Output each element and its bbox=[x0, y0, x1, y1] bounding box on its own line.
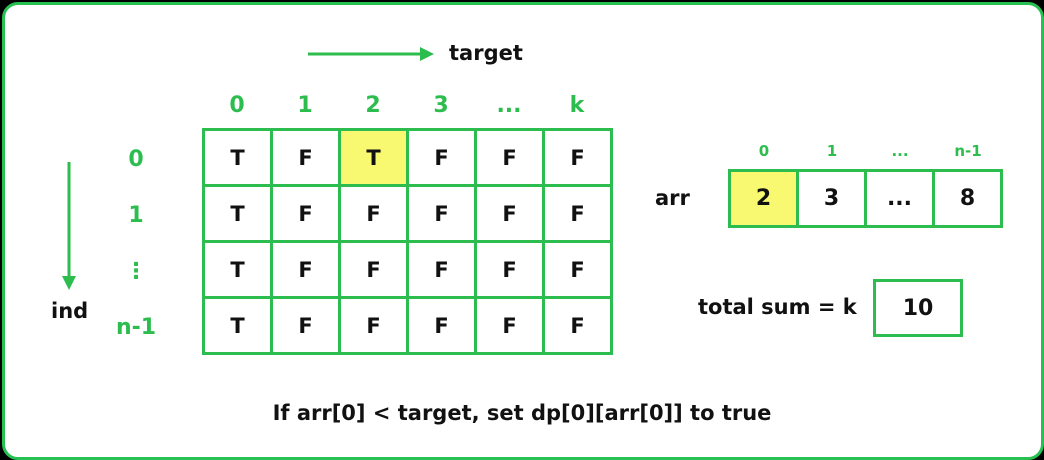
row-header: 1 bbox=[128, 203, 144, 228]
dp-cell: F bbox=[273, 299, 341, 355]
dp-cell: F bbox=[545, 131, 613, 187]
arr-cell: 2 bbox=[731, 172, 799, 228]
dp-cell: T bbox=[341, 131, 409, 187]
dp-cell: F bbox=[409, 187, 477, 243]
dp-cell: F bbox=[545, 243, 613, 299]
dp-cell: F bbox=[341, 299, 409, 355]
target-arrow-icon bbox=[308, 47, 434, 61]
arr-index: ... bbox=[891, 142, 909, 160]
column-header: ... bbox=[496, 93, 522, 118]
dp-cell: T bbox=[205, 187, 273, 243]
dp-cell: T bbox=[205, 131, 273, 187]
arr-cell: ... bbox=[867, 172, 935, 228]
arr-label: arr bbox=[655, 186, 690, 210]
dp-cell: F bbox=[273, 131, 341, 187]
ind-label: ind bbox=[51, 299, 89, 323]
dp-cell: F bbox=[409, 299, 477, 355]
column-header: 0 bbox=[229, 93, 245, 118]
arr-cell: 3 bbox=[799, 172, 867, 228]
dp-cell: T bbox=[205, 243, 273, 299]
column-header: k bbox=[569, 93, 585, 118]
total-sum-label: total sum = k bbox=[698, 295, 857, 319]
arr-index: 0 bbox=[758, 142, 770, 160]
dp-cell: T bbox=[205, 299, 273, 355]
dp-cell: F bbox=[545, 299, 613, 355]
dp-cell: F bbox=[273, 243, 341, 299]
caption: If arr[0] < target, set dp[0][arr[0]] to… bbox=[272, 401, 772, 425]
row-header: ⋮ bbox=[125, 259, 147, 284]
dp-cell: F bbox=[545, 187, 613, 243]
dp-cell: F bbox=[477, 187, 545, 243]
total-sum-value: 10 bbox=[873, 279, 963, 337]
row-header: 0 bbox=[128, 147, 144, 172]
target-label: target bbox=[449, 41, 523, 65]
arr-index: n-1 bbox=[954, 142, 982, 160]
arr-index: 1 bbox=[826, 142, 838, 160]
dp-cell: F bbox=[341, 187, 409, 243]
arr-cell: 8 bbox=[935, 172, 1003, 228]
ind-arrow-icon bbox=[62, 162, 76, 290]
column-header: 2 bbox=[365, 93, 381, 118]
column-header: 3 bbox=[433, 93, 449, 118]
dp-cell: F bbox=[409, 131, 477, 187]
row-header: n-1 bbox=[115, 315, 157, 340]
dp-cell: F bbox=[477, 131, 545, 187]
dp-cell: F bbox=[409, 243, 477, 299]
dp-cell: F bbox=[341, 243, 409, 299]
dp-cell: F bbox=[273, 187, 341, 243]
dp-cell: F bbox=[477, 299, 545, 355]
dp-cell: F bbox=[477, 243, 545, 299]
column-header: 1 bbox=[297, 93, 313, 118]
